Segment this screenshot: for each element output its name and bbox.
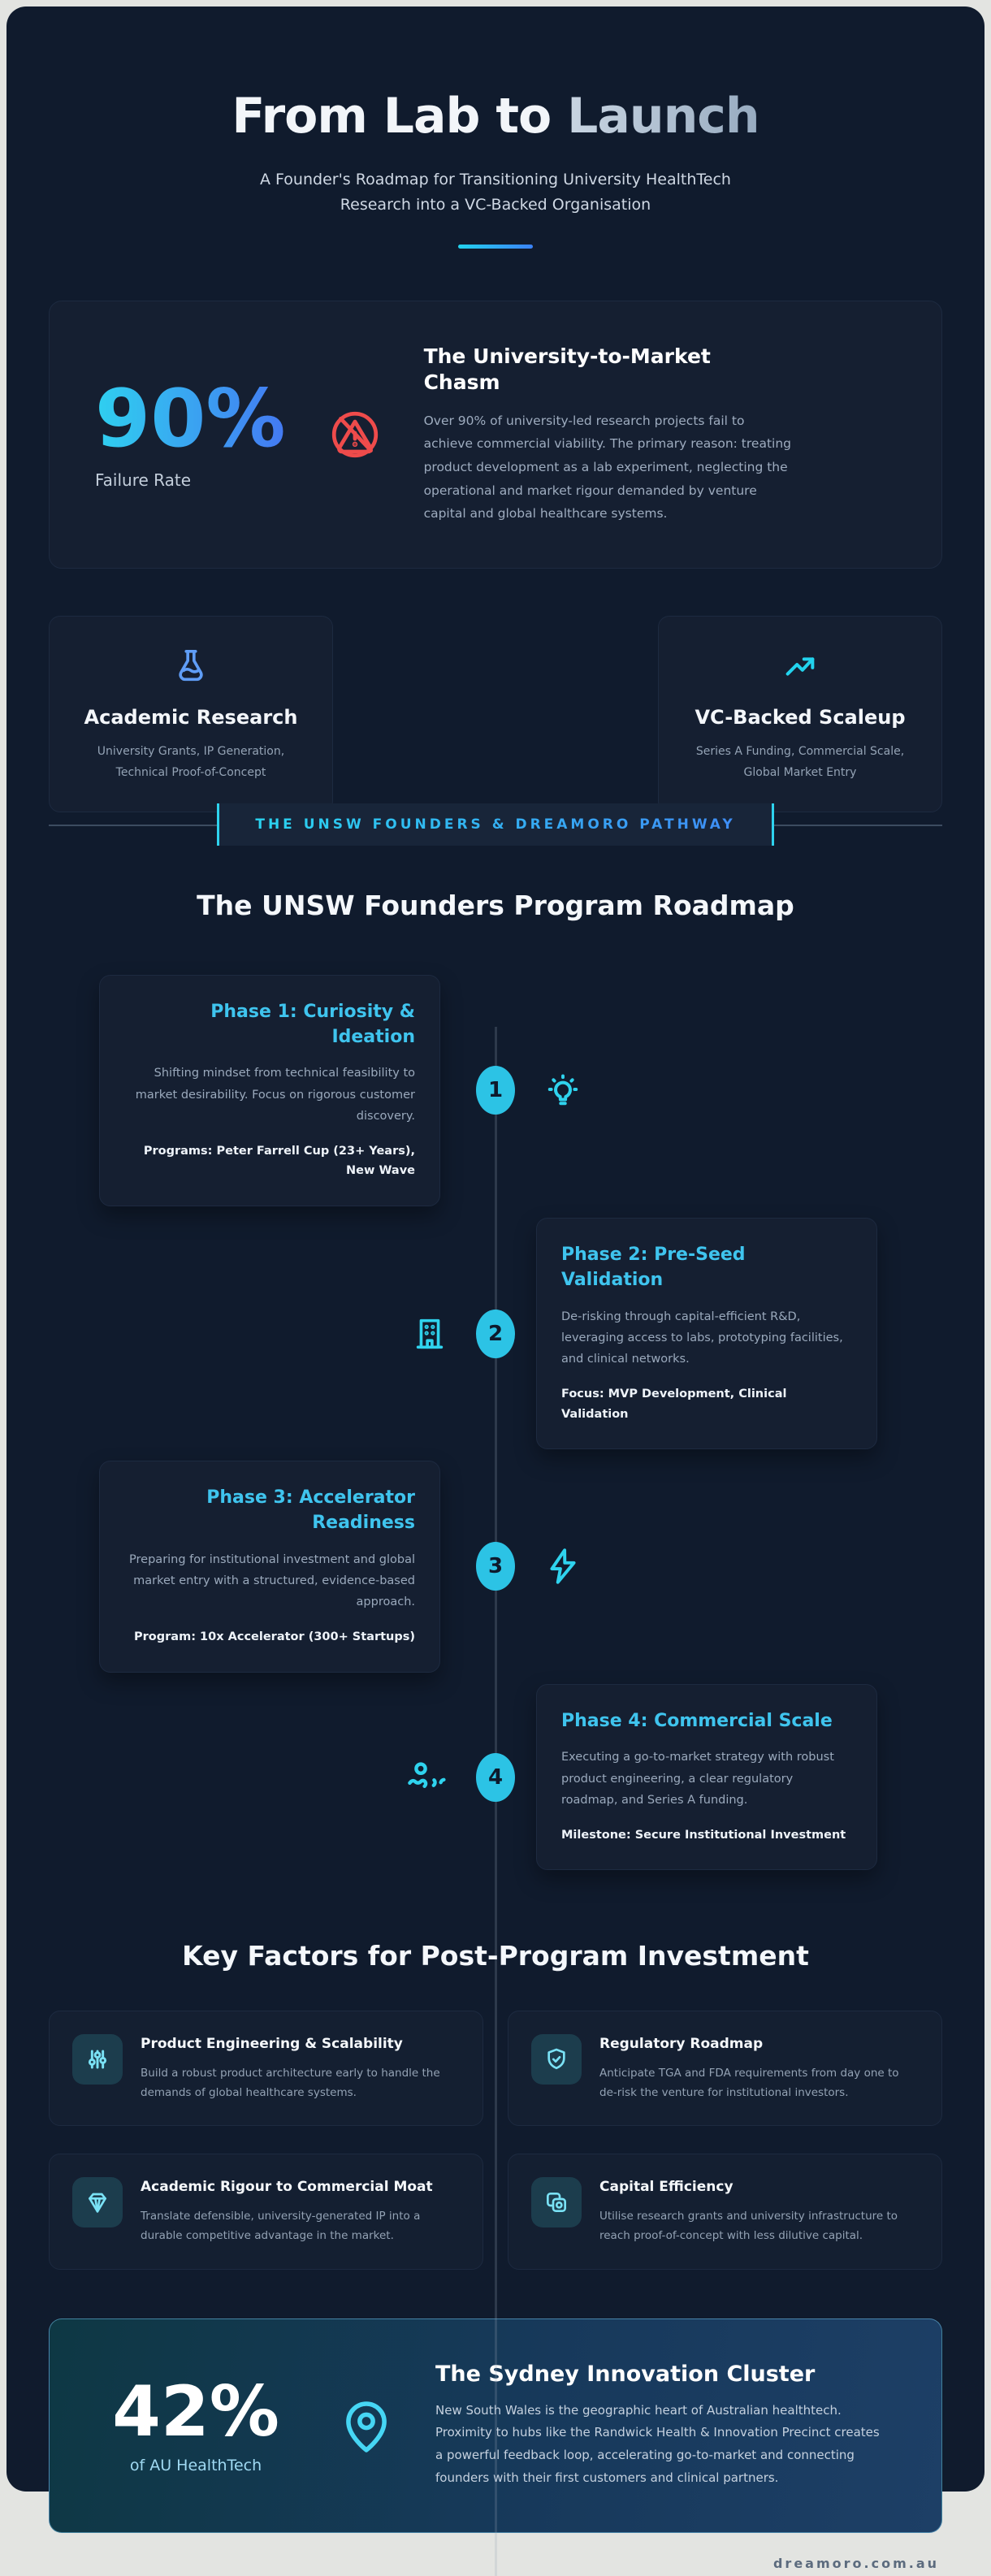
comparison-row: Academic Research University Grants, IP … [49, 616, 942, 812]
phase-4-number: 4 [487, 1764, 504, 1790]
phase-4-highlight: Milestone: Secure Institutional Investme… [561, 1828, 846, 1842]
page-title: From Lab to Launch [49, 88, 942, 145]
phase-1-heading: Phase 1: Curiosity & Ideation [210, 1001, 415, 1047]
phase-2-marker: 2 [476, 1309, 515, 1358]
key-factor-card-product-engineering: Product Engineering & Scalability Build … [49, 2011, 483, 2127]
key-factors-section-title: Key Factors for Post-Program Investment [182, 1940, 809, 1972]
au-healthtech-value: 42% [112, 2370, 279, 2453]
page-subtitle: A Founder's Roadmap for Transitioning Un… [260, 171, 731, 214]
key-factor-text: Regulatory Roadmap Anticipate TGA and FD… [599, 2034, 919, 2102]
pathway-banner-label: THE UNSW FOUNDERS & DREAMORO PATHWAY [255, 816, 736, 833]
phase-3-card: Phase 3: Accelerator Readiness Preparing… [99, 1461, 440, 1673]
vc-backed-scaleup-heading: VC-Backed Scaleup [695, 706, 906, 730]
key-factor-text: Academic Rigour to Commercial Moat Trans… [141, 2177, 460, 2245]
phase-4-heading: Phase 4: Commercial Scale [561, 1710, 833, 1731]
phase-row-2: Phase 2: Pre-Seed Validation De-risking … [49, 1217, 942, 1450]
page-title-accent: Launch [567, 88, 759, 145]
footer-site-url: dreamoro.com.au [772, 2555, 939, 2571]
key-factor-card-capital-efficiency: Capital Efficiency Utilise research gran… [508, 2154, 942, 2270]
key-factors-grid: Product Engineering & Scalability Build … [49, 2011, 942, 2270]
vc-backed-scaleup-body: Series A Funding, Commercial Scale, Glob… [695, 745, 905, 779]
key-factor-card-regulatory-roadmap: Regulatory Roadmap Anticipate TGA and FD… [508, 2011, 942, 2127]
lightbulb-icon [543, 1070, 583, 1110]
flask-icon [74, 647, 308, 685]
gem-icon [72, 2177, 123, 2228]
key-factor-card-commercial-moat: Academic Rigour to Commercial Moat Trans… [49, 2154, 483, 2270]
key-factor-heading: Capital Efficiency [599, 2179, 734, 2196]
building-icon [411, 1315, 448, 1353]
key-factor-heading: Academic Rigour to Commercial Moat [141, 2179, 433, 2196]
phase-2-highlight: Focus: MVP Development, Clinical Validat… [561, 1387, 787, 1421]
key-factor-body: Build a robust product architecture earl… [141, 2066, 440, 2100]
timeline-region: Phase 1: Curiosity & Ideation Shifting m… [49, 974, 942, 2576]
roadmap-section-title: The UNSW Founders Program Roadmap [197, 889, 794, 921]
phase-1-highlight: Programs: Peter Farrell Cup (23+ Years),… [143, 1144, 415, 1178]
academic-research-body: University Grants, IP Generation, Techni… [97, 745, 285, 779]
phase-3-number: 3 [487, 1554, 504, 1579]
phase-2-body: De-risking through capital-efficient R&D… [561, 1310, 843, 1366]
lightning-bolt-icon [543, 1546, 583, 1587]
sydney-heading: The Sydney Innovation Cluster [435, 2361, 816, 2387]
key-factor-text: Capital Efficiency Utilise research gran… [599, 2177, 919, 2245]
phase-row-1: Phase 1: Curiosity & Ideation Shifting m… [49, 974, 942, 1206]
coins-icon [531, 2177, 582, 2228]
phase-2-heading: Phase 2: Pre-Seed Validation [561, 1244, 746, 1290]
key-factor-body: Utilise research grants and university i… [599, 2209, 898, 2243]
chasm-body: Over 90% of university-led research proj… [423, 413, 791, 522]
no-lab-experiment-alert-icon [328, 408, 382, 461]
phase-3-body: Preparing for institutional investment a… [129, 1552, 415, 1608]
sliders-icon [72, 2034, 123, 2085]
sydney-text-block: The Sydney Innovation Cluster New South … [435, 2362, 890, 2490]
phase-4-body: Executing a go-to-market strategy with r… [561, 1751, 834, 1807]
pathway-banner: THE UNSW FOUNDERS & DREAMORO PATHWAY [217, 803, 774, 846]
academic-research-card: Academic Research University Grants, IP … [49, 616, 333, 812]
map-pin-icon [335, 2394, 398, 2457]
chasm-heading: The University-to-Market Chasm [423, 344, 711, 395]
phase-2-number: 2 [487, 1321, 504, 1346]
failure-rate-value: 90% [95, 372, 286, 465]
sydney-body: New South Wales is the geographic heart … [435, 2402, 880, 2485]
phase-4-marker: 4 [476, 1752, 515, 1802]
person-launch-icon [406, 1760, 448, 1795]
vc-backed-scaleup-card: VC-Backed Scaleup Series A Funding, Comm… [658, 616, 942, 812]
au-healthtech-label: of AU HealthTech [129, 2456, 262, 2474]
pathway-banner-row: THE UNSW FOUNDERS & DREAMORO PATHWAY [49, 802, 942, 847]
phase-1-body: Shifting mindset from technical feasibil… [135, 1067, 415, 1123]
key-factor-body: Anticipate TGA and FDA requirements from… [599, 2066, 899, 2100]
phase-2-card: Phase 2: Pre-Seed Validation De-risking … [536, 1217, 877, 1450]
key-factor-heading: Regulatory Roadmap [599, 2036, 764, 2053]
key-factor-text: Product Engineering & Scalability Build … [141, 2034, 460, 2102]
phase-3-highlight: Program: 10x Accelerator (300+ Startups) [134, 1630, 415, 1644]
phase-row-3: Phase 3: Accelerator Readiness Preparing… [49, 1461, 942, 1673]
trending-up-icon [683, 647, 917, 685]
failure-rate-label: Failure Rate [95, 470, 192, 490]
phase-1-card: Phase 1: Curiosity & Ideation Shifting m… [99, 974, 440, 1206]
phase-3-heading: Phase 3: Accelerator Readiness [206, 1487, 415, 1533]
key-factor-body: Translate defensible, university-generat… [141, 2209, 421, 2243]
chasm-card: 90% Failure Rate The University-to-Marke… [49, 300, 942, 569]
shield-check-icon [531, 2034, 582, 2085]
chasm-text-block: The University-to-Market Chasm Over 90% … [424, 344, 798, 526]
failure-rate-stat: 90% Failure Rate [95, 379, 286, 490]
infographic-canvas: From Lab to Launch A Founder's Roadmap f… [6, 6, 985, 2576]
phase-row-4: Phase 4: Commercial Scale Executing a go… [49, 1683, 942, 1871]
academic-research-heading: Academic Research [84, 706, 298, 730]
page-title-main: From Lab to [232, 88, 568, 145]
phase-4-card: Phase 4: Commercial Scale Executing a go… [536, 1683, 877, 1871]
key-factor-heading: Product Engineering & Scalability [141, 2036, 403, 2053]
title-divider [458, 244, 533, 249]
au-healthtech-stat: 42% of AU HealthTech [94, 2377, 297, 2474]
phase-3-marker: 3 [476, 1542, 515, 1591]
phase-1-number: 1 [487, 1078, 504, 1103]
sydney-cluster-card: 42% of AU HealthTech The Sydney Innovati… [49, 2318, 942, 2533]
phase-1-marker: 1 [476, 1066, 515, 1115]
